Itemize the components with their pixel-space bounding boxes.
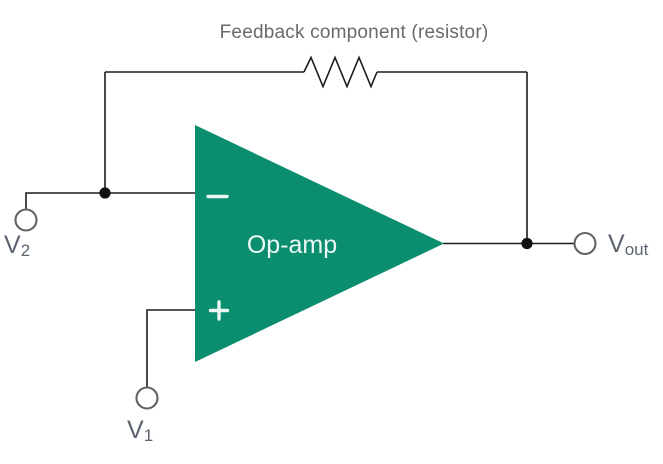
- inverting-input-wire: [25, 192, 196, 210]
- plus-icon: [208, 300, 230, 321]
- opamp-label: Op-amp: [247, 231, 337, 259]
- wires: [25, 55, 575, 388]
- inverting-junction-dot: [99, 187, 111, 199]
- v2-label: V2: [4, 231, 30, 260]
- output-junction-dot: [521, 237, 533, 250]
- terminals: [14, 208, 597, 410]
- v1-terminal-circle: [135, 386, 159, 410]
- v1-label: V1: [127, 416, 153, 445]
- vout-label: Vout: [608, 230, 649, 259]
- v2-terminal-circle: [14, 208, 38, 232]
- noninverting-input-wire: [146, 309, 196, 388]
- feedback-caption: Feedback component (resistor): [220, 22, 489, 43]
- junction-dots: [99, 187, 533, 250]
- resistor-icon: [303, 55, 378, 89]
- opamp-triangle: [195, 125, 444, 362]
- input-signs: [206, 194, 230, 321]
- vout-terminal-circle: [573, 231, 597, 256]
